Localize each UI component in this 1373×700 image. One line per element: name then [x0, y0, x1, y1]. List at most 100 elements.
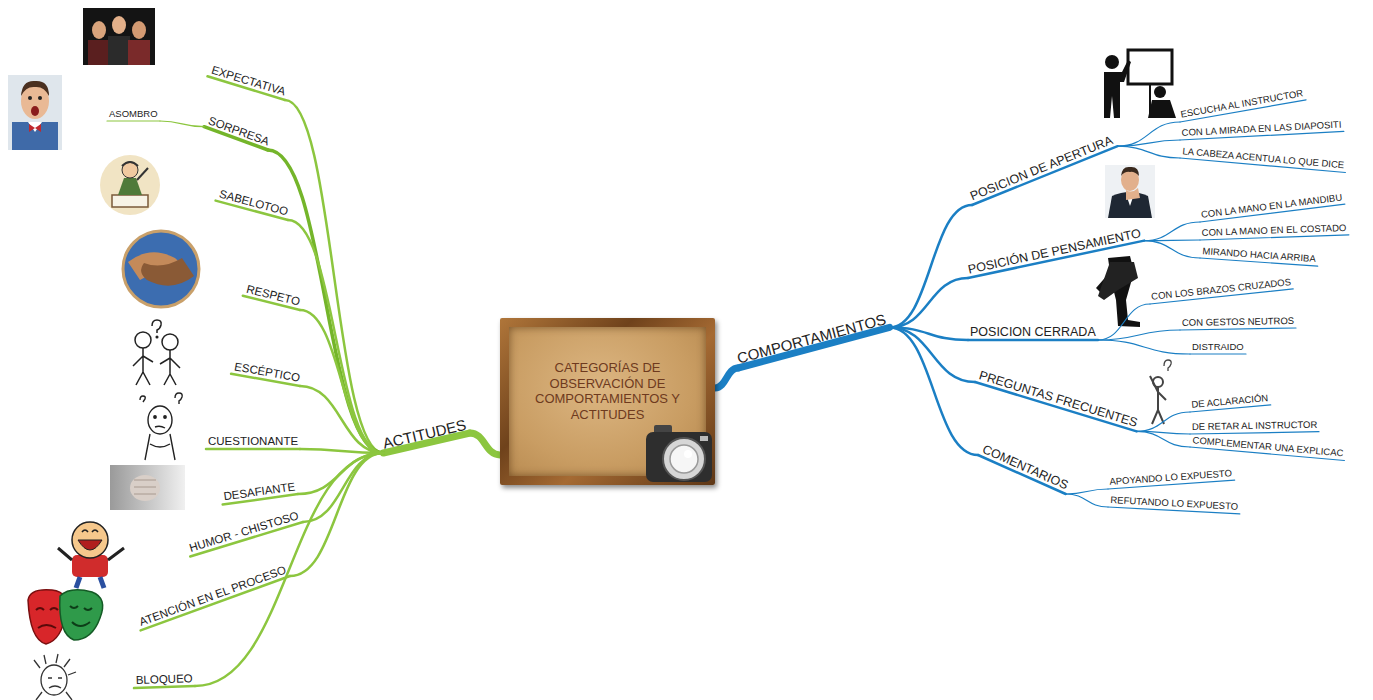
surprised-man-photo-part	[28, 96, 32, 100]
surprised-man-photo-part	[29, 124, 41, 132]
question-figure-part	[1164, 360, 1171, 371]
branch-connector	[890, 278, 968, 327]
laughing-clipart-part	[76, 577, 104, 588]
branch-connector	[1066, 489, 1108, 494]
branch-topic: APOYANDO LO EXPUESTO	[1107, 468, 1234, 489]
know-it-all-clipart-part	[122, 162, 138, 166]
respect-hands-globe-part	[123, 231, 199, 307]
topic-label: ASOMBRO	[109, 109, 158, 120]
surprised-man-photo-part	[12, 122, 58, 150]
branch-connector	[1098, 340, 1190, 354]
topic-label: COMPORTAMIENTOS	[735, 310, 888, 366]
topic-label: CON LA MANO EN EL COSTADO	[1202, 223, 1347, 239]
branch-topic: ESCUCHA AL INSTRUCTOR	[1178, 88, 1306, 122]
topic-label: HUMOR - CHISTOSO	[188, 509, 300, 555]
laughing-clipart-part	[58, 548, 124, 560]
theatre-masks	[28, 590, 103, 644]
questioning-sketch-part	[140, 396, 145, 402]
branch-connector	[285, 100, 383, 453]
branch-connector	[890, 205, 972, 327]
audience-photo-part	[132, 21, 146, 39]
questioning-sketch-part	[164, 416, 166, 418]
branch-connector	[290, 453, 383, 576]
branch-topic: DESAFIANTE	[221, 480, 298, 505]
thinking-man-photo-part	[1126, 188, 1140, 200]
topic-label: PREGUNTAS FRECUENTES	[977, 368, 1139, 430]
topic-label: POSICION DE APERTURA	[968, 133, 1115, 203]
know-it-all-clipart-part	[137, 168, 148, 180]
questioning-sketch-part	[145, 434, 175, 460]
questioning-sketch-part	[155, 426, 165, 428]
know-it-all-clipart-part	[112, 195, 148, 207]
crossed-legs-silhouette-part	[1098, 262, 1138, 300]
fist-photo	[110, 465, 185, 510]
branch-connector	[300, 386, 383, 453]
question-figure	[1150, 360, 1171, 424]
topic-underline	[1180, 328, 1296, 330]
questioning-sketch-part	[148, 406, 172, 434]
branch-topic: POSICION DE APERTURA	[966, 132, 1117, 205]
audience-photo-part	[108, 36, 130, 65]
audience-photo	[83, 8, 155, 65]
surprised-man-photo-part	[8, 75, 62, 150]
skeptic-sketch-part	[133, 348, 153, 385]
branch-connector	[715, 368, 738, 388]
respect-hands-globe-part	[141, 258, 194, 286]
topic-label: DISTRAIDO	[1192, 342, 1244, 353]
laughing-clipart-part	[82, 530, 98, 532]
blocked-sketch-part	[34, 654, 76, 675]
fist-photo-part	[134, 480, 156, 494]
skeptic-sketch-part	[135, 332, 151, 348]
branch-topic: CON LA MIRADA EN LAS DIAPOSITI	[1179, 119, 1343, 139]
topic-label: CON LOS BRAZOS CRUZADOS	[1151, 277, 1292, 303]
laughing-clipart-part	[72, 522, 108, 558]
branch-topic: PREGUNTAS FRECUENTES	[975, 368, 1141, 432]
surprised-man-photo	[8, 75, 62, 150]
branch-topic: EXPECTATIVA	[208, 63, 289, 100]
presenter-silhouette-part	[1104, 60, 1131, 118]
crossed-legs-silhouette	[1096, 256, 1140, 327]
topic-underline	[975, 382, 1137, 431]
branch-connector	[1118, 122, 1180, 146]
laughing-clipart-part	[78, 540, 102, 550]
topic-label: COMPLEMENTAR UNA EXPLICAC	[1192, 435, 1344, 459]
laughing-clipart	[58, 522, 124, 588]
branch-topic: LA CABEZA ACENTUA LO QUE DICE	[1180, 146, 1347, 172]
know-it-all-clipart-part	[118, 178, 142, 195]
audience-photo-part	[112, 16, 126, 34]
branch-topic: COMPORTAMIENTOS	[733, 310, 890, 368]
topic-label: DE RETAR AL INSTRUCTOR	[1192, 420, 1318, 433]
topic-label: RESPETO	[245, 283, 301, 309]
central-board: CATEGORÍAS DE OBSERVACIÓN DE COMPORTAMIE…	[500, 318, 715, 485]
branch-topic: DISTRAIDO	[1190, 342, 1246, 354]
branch-connector	[1137, 412, 1190, 431]
branch-topic: DE RETAR AL INSTRUCTOR	[1190, 420, 1320, 434]
topic-label: CON LA MANO EN LA MANDIBU	[1201, 193, 1343, 221]
theatre-masks-part	[70, 606, 92, 626]
branch-topic: HUMOR - CHISTOSO	[186, 509, 303, 557]
branch-topic: ASOMBRO	[107, 109, 160, 121]
fist-photo-part	[130, 475, 160, 501]
theatre-masks-part	[36, 608, 58, 628]
surprised-man-photo-part	[21, 81, 49, 96]
topic-label: LA CABEZA ACENTUA LO QUE DICE	[1182, 146, 1344, 171]
branch-connector	[1118, 146, 1180, 158]
surprised-man-photo-part	[31, 106, 39, 116]
topic-underline	[1190, 432, 1319, 434]
branch-connector	[195, 453, 383, 686]
topic-label: ATENCIÓN EN EL PROCESO	[138, 564, 288, 630]
skeptic-sketch-part	[156, 336, 158, 338]
surprised-man-photo-part	[28, 122, 42, 132]
topic-label: EXPECTATIVA	[210, 64, 287, 99]
topic-underline	[1190, 353, 1246, 354]
branch-topic: COMENTARIOS	[978, 441, 1072, 494]
topic-underline	[972, 146, 1118, 205]
branch-topic: COMPLEMENTAR UNA EXPLICAC	[1190, 435, 1346, 460]
theatre-masks-part	[60, 590, 103, 640]
topic-label: COMENTARIOS	[980, 442, 1070, 493]
crossed-legs-silhouette-part	[1096, 256, 1140, 327]
thinking-man-photo	[1105, 165, 1155, 218]
branch-topic: CON LOS BRAZOS CRUZADOS	[1149, 277, 1294, 304]
branch-topic: POSICION CERRADA	[968, 325, 1098, 340]
